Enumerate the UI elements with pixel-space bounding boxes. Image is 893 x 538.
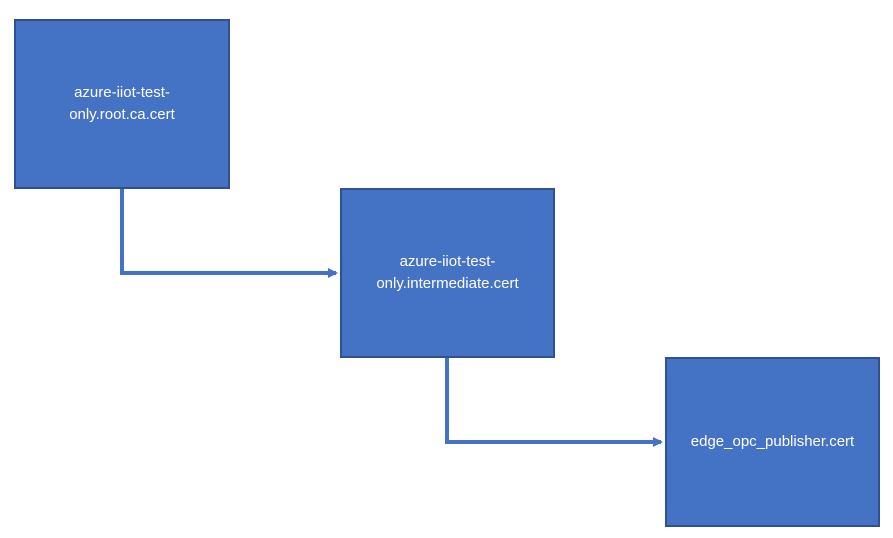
publisher-cert-label: edge_opc_publisher.cert	[690, 433, 855, 450]
connector-intermediate-to-leaf	[445, 358, 663, 447]
publisher-cert-node: edge_opc_publisher.cert	[665, 357, 880, 527]
intermediate-cert-label: azure-iiot-test-only.intermediate.cert	[376, 253, 519, 292]
intermediate-cert-node: azure-iiot-test-only.intermediate.cert	[340, 188, 555, 358]
root-ca-cert-label: azure-iiot-test-only.root.ca.cert	[69, 84, 175, 123]
root-ca-cert-node: azure-iiot-test-only.root.ca.cert	[14, 19, 230, 189]
connector-root-to-intermediate	[120, 189, 338, 278]
